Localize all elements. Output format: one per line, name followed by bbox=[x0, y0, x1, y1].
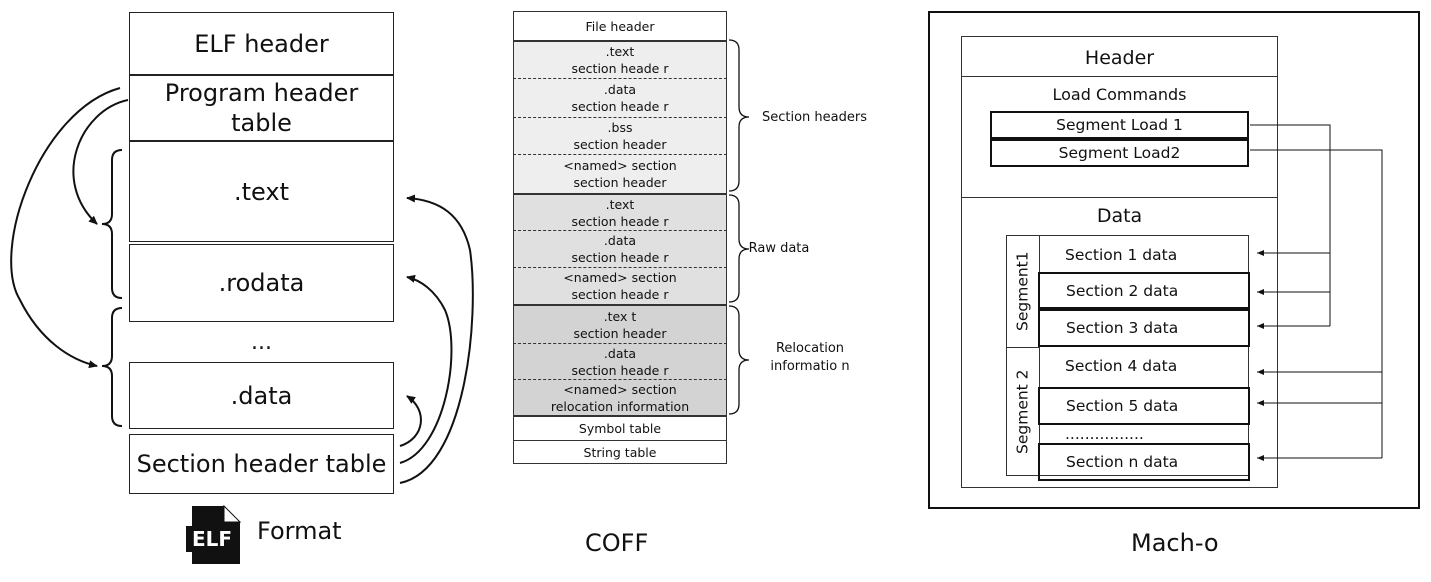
coff-sh-bss: .bss section header bbox=[513, 117, 727, 154]
elf-arrows bbox=[10, 87, 474, 484]
section-header-table-box: Section header table bbox=[129, 434, 394, 494]
elf-header-box: ELF header bbox=[129, 12, 394, 75]
load1-connector bbox=[1250, 124, 1331, 326]
section-header-to-rodata-arrow bbox=[399, 274, 453, 464]
brace-data bbox=[101, 307, 123, 427]
coff-rel-data: .data section heade r bbox=[513, 343, 727, 379]
coff-sh-named: <named> section section header bbox=[513, 154, 727, 193]
macho-header-label: Header bbox=[1084, 47, 1155, 69]
coff-label-relocation-line2: informatio n bbox=[770, 359, 850, 374]
macho-inner-frame bbox=[961, 36, 1278, 488]
coff-rd-named: <named> section section heade r bbox=[513, 267, 727, 304]
program-header-table-box: Program header table bbox=[129, 75, 394, 141]
coff-sh-text: .text section heade r bbox=[513, 40, 727, 78]
coff-row-name: .bss bbox=[607, 120, 633, 135]
coff-row-name: .text bbox=[605, 196, 635, 212]
elf-logo-icon: ELF bbox=[184, 504, 242, 566]
segment-label-column-divider bbox=[1039, 235, 1040, 476]
brace-section-headers bbox=[728, 39, 750, 192]
section-n-data: Section n data bbox=[1038, 443, 1250, 481]
coff-row-desc: section heade r bbox=[571, 213, 669, 229]
segment-load-2-box: Segment Load2 bbox=[990, 139, 1249, 167]
macho-caption: Mach-o bbox=[1131, 529, 1219, 557]
macho-data-label: Data bbox=[1096, 205, 1143, 227]
macho-header-divider bbox=[961, 76, 1278, 77]
coff-label-relocation: Relocation informatio n bbox=[760, 340, 860, 376]
section-2-data: Section 2 data bbox=[1038, 272, 1250, 309]
coff-label-relocation-line1: Relocation bbox=[775, 341, 845, 356]
section-5-data: Section 5 data bbox=[1038, 387, 1250, 425]
macho-outer-frame bbox=[928, 11, 1420, 509]
segment1-label: Segment1 bbox=[1013, 251, 1032, 332]
brace-raw-data bbox=[728, 194, 750, 303]
segment-column-split bbox=[1006, 347, 1039, 348]
coff-row-desc: section heade r bbox=[571, 362, 669, 378]
coff-row-name: <named> section bbox=[563, 158, 677, 173]
elf-logo-text: ELF bbox=[191, 527, 233, 551]
coff-row-name: .text bbox=[605, 44, 635, 59]
coff-rd-text: .text section heade r bbox=[513, 193, 727, 230]
coff-caption: COFF bbox=[585, 529, 649, 557]
segment-group-frame bbox=[1006, 235, 1249, 476]
macho-arrows bbox=[1250, 124, 1383, 461]
brace-text-rodata bbox=[101, 149, 123, 299]
coff-row-desc: section heade r bbox=[571, 61, 669, 76]
coff-row-desc: section header bbox=[573, 137, 667, 152]
coff-row-desc: section heade r bbox=[571, 287, 669, 302]
coff-symbol-table: Symbol table bbox=[513, 415, 727, 440]
coff-row-desc: section heade r bbox=[571, 250, 669, 265]
ellipsis-label: ... bbox=[251, 330, 272, 355]
coff-row-name: <named> section bbox=[563, 381, 677, 397]
macho-data-divider bbox=[961, 197, 1278, 198]
data-section-box: .data bbox=[129, 362, 394, 429]
coff-string-table: String table bbox=[513, 440, 727, 464]
section-ellipsis: ................ bbox=[1065, 425, 1144, 443]
coff-row-name: .data bbox=[603, 233, 637, 248]
coff-row-name: <named> section bbox=[563, 270, 677, 285]
coff-label-section-headers: Section headers bbox=[761, 110, 867, 125]
coff-row-desc: section header bbox=[573, 325, 667, 341]
text-section-box: .text bbox=[129, 141, 394, 242]
coff-rel-named: <named> section relocation information bbox=[513, 379, 727, 415]
coff-row-desc: relocation information bbox=[550, 398, 690, 414]
rodata-section-box: .rodata bbox=[129, 244, 394, 322]
coff-rd-data: .data section heade r bbox=[513, 230, 727, 267]
segment-load-1-box: Segment Load 1 bbox=[990, 111, 1249, 139]
section-3-data: Section 3 data bbox=[1038, 309, 1250, 347]
program-header-to-text-arrow bbox=[72, 99, 129, 225]
coff-rel-text: .tex t section header bbox=[513, 304, 727, 343]
coff-row-desc: section heade r bbox=[571, 99, 669, 114]
section-header-to-text-arrow bbox=[399, 194, 474, 484]
coff-row-desc: section header bbox=[573, 175, 667, 190]
section-header-to-data-arrow bbox=[399, 395, 422, 447]
coff-row-name: .tex t bbox=[603, 308, 637, 324]
macho-load-commands-label: Load Commands bbox=[1052, 85, 1187, 104]
coff-label-raw-data: Raw data bbox=[748, 241, 810, 256]
segment2-label: Segment 2 bbox=[1013, 369, 1032, 454]
brace-relocation bbox=[728, 305, 750, 415]
load2-connector bbox=[1250, 149, 1383, 458]
coff-sh-data: .data section heade r bbox=[513, 78, 727, 117]
elf-caption: Format bbox=[257, 517, 342, 545]
section-1-data: Section 1 data bbox=[1065, 245, 1178, 264]
coff-braces bbox=[728, 39, 750, 415]
coff-file-header: File header bbox=[513, 11, 727, 40]
program-header-to-data-arrow bbox=[10, 87, 121, 369]
coff-row-name: .data bbox=[603, 345, 637, 361]
coff-row-name: .data bbox=[603, 82, 637, 97]
section-4-data: Section 4 data bbox=[1065, 357, 1178, 375]
